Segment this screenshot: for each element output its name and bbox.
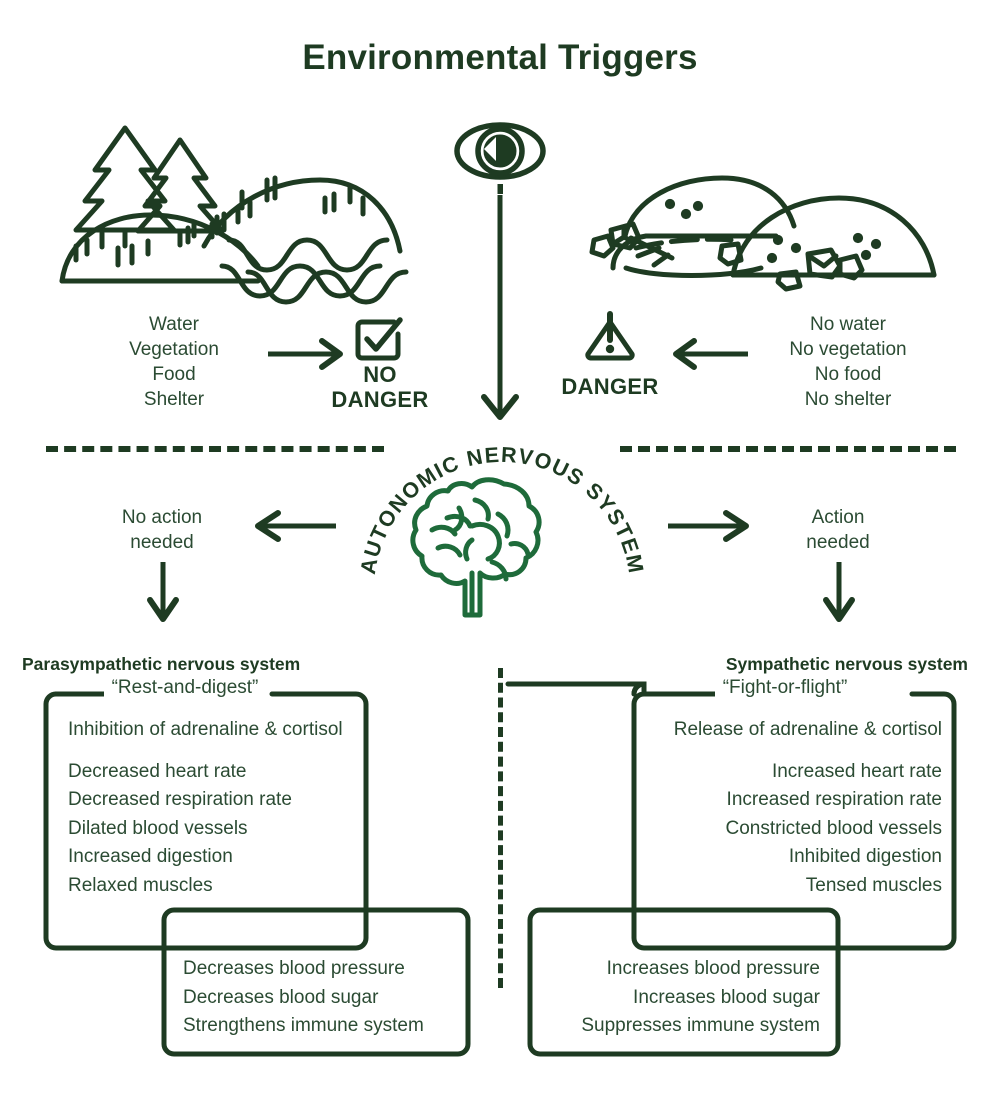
parasympathetic-content: Inhibition of adrenaline & cortisol Decr… (68, 716, 358, 900)
right-resources-arrow-left-icon (672, 338, 748, 370)
desert-landscape-illustration (586, 170, 946, 292)
parasympathetic-subtitle-wrap: “Rest-and-digest” (60, 677, 310, 699)
ans-to-right-arrow-right-icon (668, 510, 750, 542)
spacer (650, 745, 942, 758)
parasympathetic-effect-item: Dilated blood vessels (68, 817, 248, 839)
spacer (68, 745, 358, 758)
parasympathetic-primary: Inhibition of adrenaline & cortisol (68, 719, 343, 740)
sympathetic-subtitle-wrap: “Fight-or-flight” (660, 677, 910, 699)
lush-landscape-illustration (59, 118, 452, 305)
svg-text:AUTONOMIC NERVOUS SYSTEM: AUTONOMIC NERVOUS SYSTEM (356, 443, 648, 576)
ans-to-left-arrow-left-icon (254, 510, 336, 542)
page-title: Environmental Triggers (302, 38, 698, 77)
eye-to-ans-arrow-down-icon (478, 195, 522, 423)
parasympathetic-title: Parasympathetic nervous system (22, 654, 301, 674)
sympathetic-outcome-item: Suppresses immune system (581, 1015, 820, 1036)
no-action-needed-label: No action needed (121, 507, 203, 553)
sympathetic-effect-item: Increased heart rate (771, 760, 942, 782)
parasympathetic-outcomes: Decreases blood pressure Decreases blood… (183, 955, 483, 1041)
right-resources-list: No water No vegetation No food No shelte… (789, 314, 907, 410)
parasympathetic-effect-item: Relaxed muscles (68, 874, 213, 896)
parasympathetic-outcome-item: Strengthens immune system (183, 1015, 424, 1036)
brain-icon (410, 477, 542, 618)
sympathetic-content: Release of adrenaline & cortisol Increas… (650, 716, 942, 900)
divider-dashed-vertical (498, 668, 503, 988)
sympathetic-primary: Release of adrenaline & cortisol (673, 719, 942, 740)
no-danger-label: NO DANGER (331, 362, 429, 412)
sympathetic-effect-item: Increased respiration rate (726, 789, 942, 810)
right-branch-arrow-down-icon (823, 562, 855, 624)
left-resources-list: Water Vegetation Food Shelter (129, 314, 219, 410)
parasympathetic-outcome-item: Decreases blood sugar (183, 986, 379, 1008)
parasympathetic-subtitle: “Rest-and-digest” (103, 677, 267, 699)
ans-circular-label: AUTONOMIC NERVOUS SYSTEM (356, 443, 647, 576)
parasympathetic-effect-item: Decreased respiration rate (68, 789, 292, 810)
eye-icon (452, 118, 548, 194)
parasympathetic-effect-item: Decreased heart rate (68, 760, 247, 782)
checkbox-checked-icon (354, 316, 404, 364)
sympathetic-outcome-item: Increases blood pressure (606, 958, 820, 979)
sympathetic-effect-item: Inhibited digestion (788, 846, 942, 867)
sympathetic-box-outline (505, 678, 958, 1058)
left-branch-arrow-down-icon (147, 562, 179, 624)
sympathetic-outcomes: Increases blood pressure Increases blood… (528, 955, 820, 1041)
parasympathetic-effect-item: Increased digestion (68, 846, 233, 867)
left-resources-arrow-right-icon (268, 338, 344, 370)
divider-dashed-right (620, 446, 956, 452)
danger-label: DANGER (561, 374, 659, 399)
sympathetic-effect-item: Constricted blood vessels (725, 817, 943, 839)
parasympathetic-outcome-item: Decreases blood pressure (183, 958, 405, 979)
sympathetic-title: Sympathetic nervous system (725, 654, 968, 674)
warning-triangle-icon (584, 311, 636, 361)
divider-dashed-left (46, 446, 384, 452)
sympathetic-outcome-item: Increases blood sugar (633, 986, 820, 1008)
sympathetic-effect-item: Tensed muscles (805, 874, 942, 896)
autonomic-nervous-system-group: AUTONOMIC NERVOUS SYSTEM (356, 440, 647, 618)
action-needed-label: Action needed (806, 507, 870, 553)
parasympathetic-box-outline (43, 678, 492, 1058)
sympathetic-subtitle: “Fight-or-flight” (714, 677, 856, 699)
